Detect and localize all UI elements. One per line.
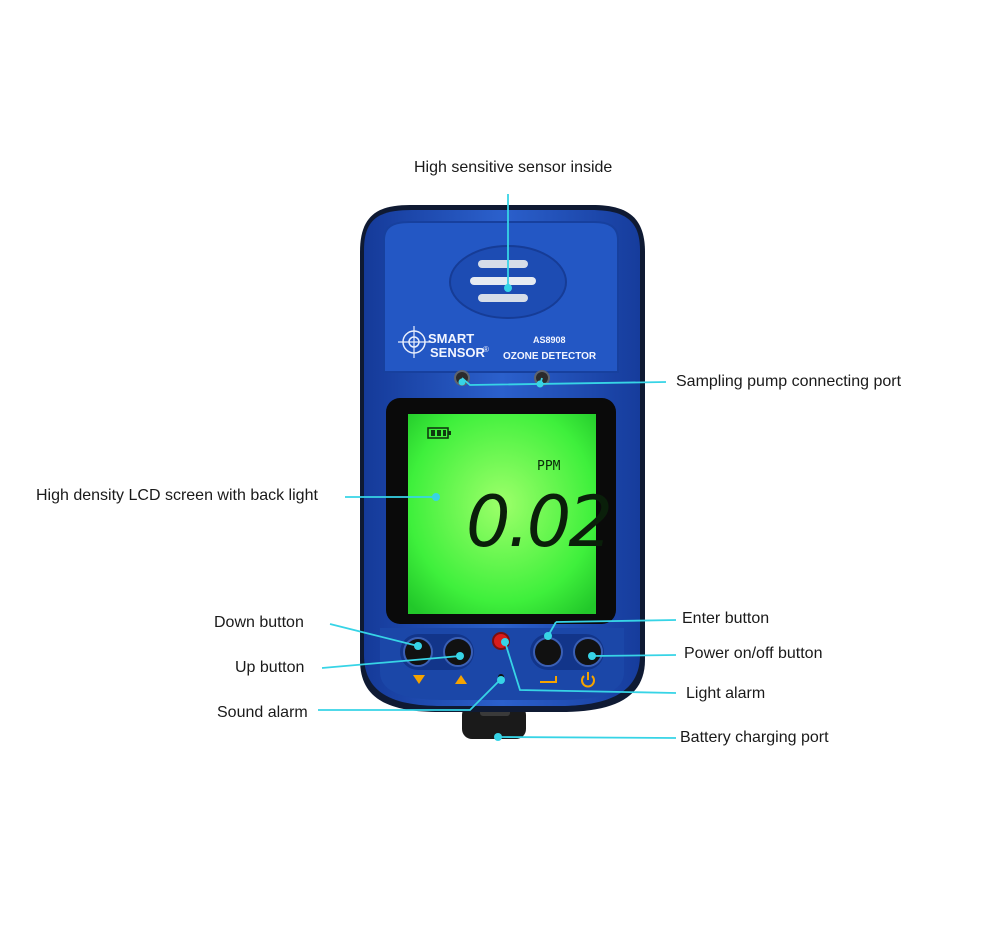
registered-mark: ® (483, 345, 489, 354)
lcd-reading: 0.02 (466, 481, 610, 563)
callout-light-alarm: Light alarm (686, 685, 766, 702)
enter-icon (540, 676, 557, 683)
leader-lines (318, 194, 677, 739)
callout-sound-alarm: Sound alarm (217, 704, 308, 721)
product-name: OZONE DETECTOR (503, 351, 597, 362)
power-button-key[interactable] (573, 637, 603, 667)
brand-line-2: SENSOR (430, 345, 486, 360)
callout-enter-button: Enter button (682, 610, 770, 627)
enter-button-key[interactable] (533, 637, 563, 667)
callout-up-button: Up button (235, 659, 305, 676)
up-button-key[interactable] (443, 637, 473, 667)
callout-sensor: High sensitive sensor inside (414, 159, 613, 176)
callout-power-button: Power on/off button (684, 645, 823, 662)
power-icon (581, 672, 595, 688)
model-number: AS8908 (533, 335, 566, 345)
callout-pump-port: Sampling pump connecting port (676, 373, 902, 390)
brand-logo (398, 326, 430, 358)
leader-dots (414, 284, 596, 741)
brand-line-1: SMART (428, 331, 474, 346)
enter-power-button-cluster (530, 634, 604, 670)
down-triangle-icon (413, 675, 425, 684)
lcd-screen (408, 414, 596, 614)
lcd-unit: PPM (537, 459, 561, 474)
up-triangle-icon (455, 675, 467, 684)
callout-lcd-screen: High density LCD screen with back light (36, 487, 318, 504)
down-up-button-cluster (400, 634, 474, 670)
callout-charging-port: Battery charging port (680, 729, 829, 746)
callout-down-button: Down button (214, 614, 304, 631)
battery-full-icon (427, 427, 451, 439)
